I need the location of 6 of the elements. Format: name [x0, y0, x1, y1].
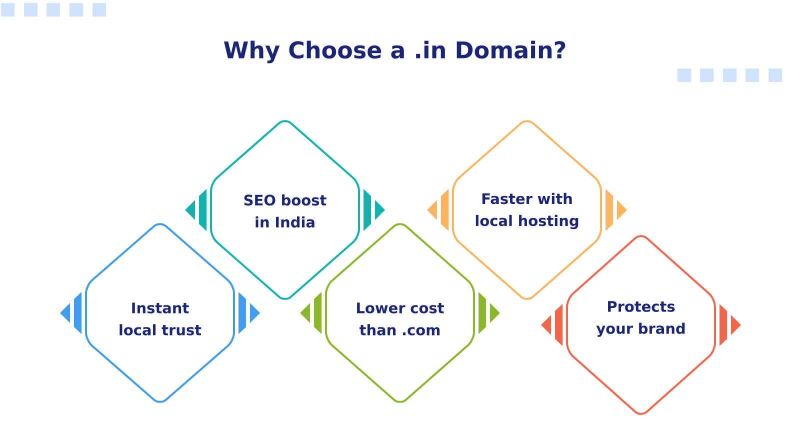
diamond-box: SEO boost in India — [210, 120, 360, 300]
diamond-box: Protects your brand — [566, 235, 716, 415]
diamond-box: Instant local trust — [85, 223, 235, 403]
title: Why Choose a .in Domain? — [224, 40, 566, 64]
diamond-box: Faster with local hosting — [452, 120, 602, 300]
diamond-box: Lower cost than .com — [325, 223, 475, 403]
